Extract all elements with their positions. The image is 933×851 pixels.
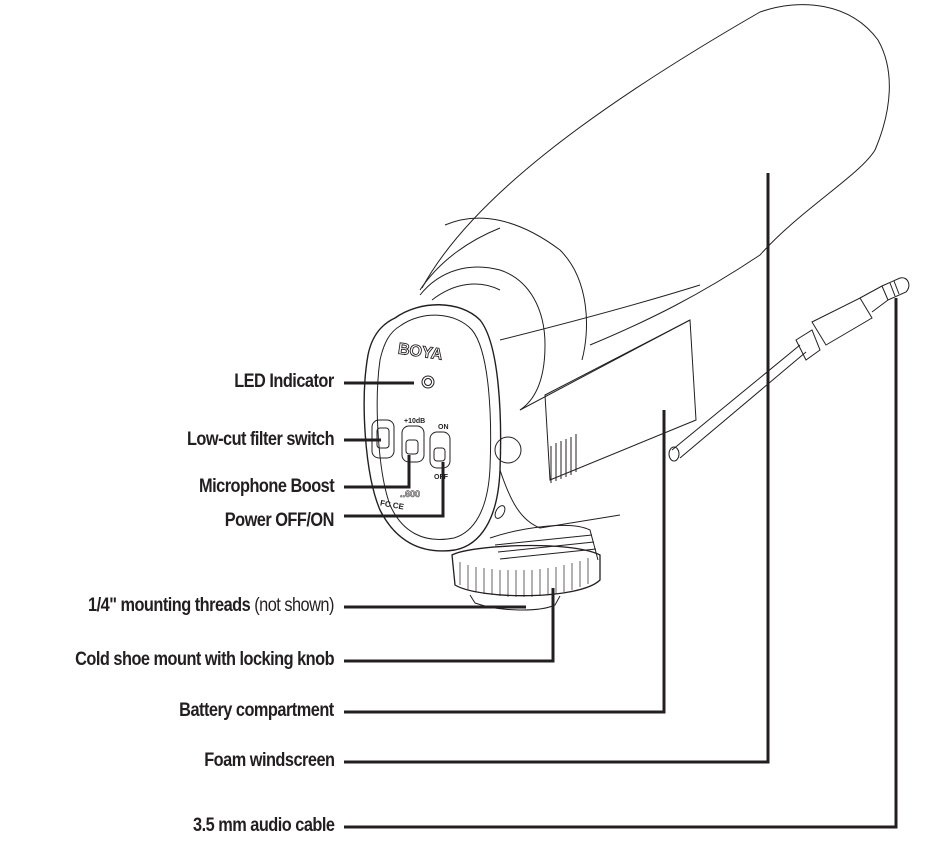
leader-boost	[344, 455, 411, 489]
callout-text: Power OFF/ON	[224, 510, 335, 531]
leader-power	[344, 462, 445, 518]
callout-power: Power OFF/ON	[224, 510, 335, 532]
leader-coldshoe	[344, 588, 555, 663]
callout-text: Battery compartment	[179, 700, 334, 721]
callout-mounting-threads: 1/4" mounting threads (not shown)	[88, 595, 334, 617]
leader-cable	[344, 298, 898, 829]
callout-text: LED Indicator	[234, 371, 334, 392]
callout-text: 1/4" mounting threads	[88, 595, 251, 616]
back-plate-shape	[363, 304, 502, 552]
audio-cable-shape	[671, 344, 807, 459]
power-on-label: ON	[438, 424, 449, 431]
callout-note: (not shown)	[254, 595, 334, 616]
boya-logo: BOYA	[397, 341, 444, 364]
callout-text: Cold shoe mount with locking knob	[75, 649, 334, 670]
power-off-label: OFF	[434, 474, 449, 481]
callout-foam-windscreen: Foam windscreen	[203, 750, 335, 772]
boost-switch-label: +10dB	[404, 418, 425, 425]
callout-led-indicator: LED Indicator	[234, 371, 334, 393]
callout-text: 3.5 mm audio cable	[192, 815, 335, 836]
model-label: ..600	[400, 489, 420, 499]
callout-text: Foam windscreen	[203, 750, 335, 771]
callout-text: Microphone Boost	[198, 476, 335, 497]
callout-microphone-boost: Microphone Boost	[198, 476, 335, 498]
foam-windscreen-shape	[421, 4, 890, 346]
vent-slots	[550, 434, 577, 483]
leader-foam	[344, 173, 770, 764]
callout-battery: Battery compartment	[179, 700, 334, 722]
callout-low-cut-filter: Low-cut filter switch	[186, 429, 335, 451]
certification-marks: FC CE	[379, 498, 405, 511]
callout-text: Low-cut filter switch	[186, 429, 335, 450]
callout-cold-shoe: Cold shoe mount with locking knob	[75, 649, 334, 671]
callout-audio-cable: 3.5 mm audio cable	[192, 815, 335, 837]
locking-knob-shape	[451, 544, 601, 597]
leader-battery	[344, 410, 666, 714]
